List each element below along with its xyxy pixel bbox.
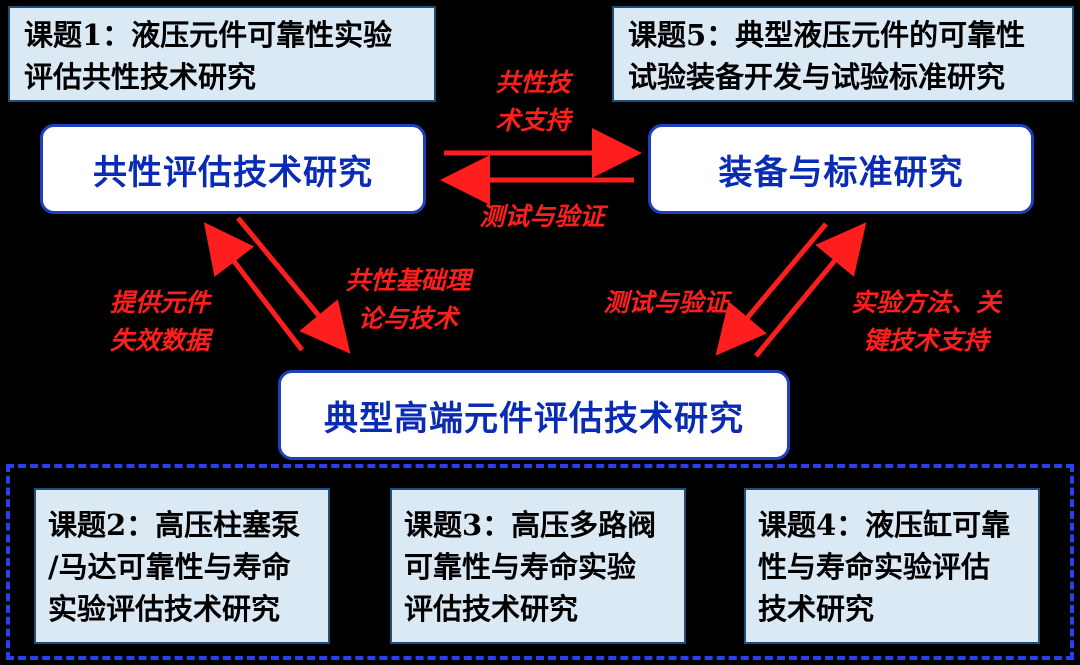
topic-1-line-1: 课题1：液压元件可靠性实验	[24, 18, 393, 52]
common-eval-node: 共性评估技术研究	[40, 124, 426, 214]
topic-3-line-1: 课题3：高压多路阀	[404, 508, 657, 542]
label-left-inner-line-2: 论与技术	[357, 304, 458, 333]
topic-5-line-2: 试验装备开发与试验标准研究	[628, 60, 1006, 94]
typical-component-node: 典型高端元件评估技术研究	[278, 370, 790, 460]
topic-5-line-1: 课题5：典型液压元件的可靠性	[628, 18, 1026, 52]
topic-5-box: 课题5：典型液压元件的可靠性 试验装备开发与试验标准研究	[612, 6, 1074, 102]
topic-2-box: 课题2：高压柱塞泵 /马达可靠性与寿命 实验评估技术研究	[34, 488, 330, 644]
label-top-arrow-line-1: 共性技	[495, 68, 571, 97]
arrow-typical-to-equipment	[754, 222, 867, 358]
topic-4-line-3: 技术研究	[758, 592, 875, 626]
topic-4-line-1: 课题4：液压缸可靠	[758, 508, 1011, 542]
typical-component-node-label: 典型高端元件评估技术研究	[324, 398, 744, 439]
label-bottom-arrow: 测试与验证	[452, 198, 632, 236]
topic-3-line-3: 评估技术研究	[404, 592, 579, 626]
topic-4-box: 课题4：液压缸可靠 性与寿命实验评估 技术研究	[744, 488, 1040, 644]
topic-2-line-3: 实验评估技术研究	[48, 592, 281, 626]
label-left-outer-line-1: 提供元件	[109, 288, 210, 317]
label-top-arrow: 共性技 术支持	[468, 64, 598, 140]
arrow-common-to-typical	[236, 216, 351, 354]
label-right-inner-text: 测试与验证	[603, 288, 729, 317]
label-right-inner: 测试与验证	[576, 284, 756, 322]
equipment-standard-node-label: 装备与标准研究	[718, 152, 964, 193]
label-bottom-arrow-text: 测试与验证	[479, 202, 605, 231]
arrow-typical-to-common	[203, 222, 304, 352]
label-left-outer-line-2: 失效数据	[109, 326, 210, 355]
topic-1-box: 课题1：液压元件可靠性实验 评估共性技术研究	[8, 6, 436, 102]
label-right-outer-line-2: 键技术支持	[863, 326, 989, 355]
label-left-inner-line-1: 共性基础理	[345, 266, 471, 295]
topic-4-line-2: 性与寿命实验评估	[758, 550, 991, 584]
label-right-outer: 实验方法、关 键技术支持	[826, 284, 1026, 360]
label-top-arrow-line-2: 术支持	[495, 106, 571, 135]
equipment-standard-node: 装备与标准研究	[648, 124, 1034, 214]
sub-topics-frame	[6, 464, 1074, 660]
topic-3-box: 课题3：高压多路阀 可靠性与寿命实验 评估技术研究	[390, 488, 686, 644]
label-left-inner: 共性基础理 论与技术	[318, 262, 498, 338]
label-left-outer: 提供元件 失效数据	[80, 284, 240, 360]
arrow-equipment-to-typical	[715, 222, 828, 356]
topic-3-line-2: 可靠性与寿命实验	[404, 550, 637, 584]
common-eval-node-label: 共性评估技术研究	[93, 152, 373, 193]
topic-1-line-2: 评估共性技术研究	[24, 60, 257, 94]
topic-2-line-2: /马达可靠性与寿命	[48, 550, 291, 584]
label-right-outer-line-1: 实验方法、关	[850, 288, 1001, 317]
topic-2-line-1: 课题2：高压柱塞泵	[48, 508, 301, 542]
